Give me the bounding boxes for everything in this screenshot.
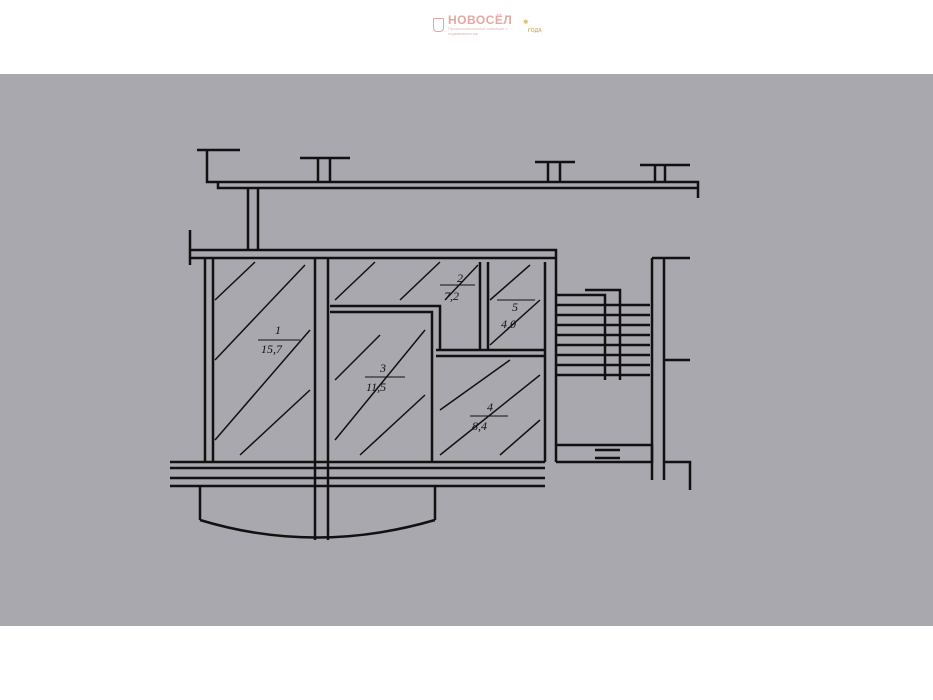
room-2-number: 2 xyxy=(457,271,463,285)
room-3-number: 3 xyxy=(379,361,386,375)
room-1-number: 1 xyxy=(275,323,281,337)
room-3-area: 11,5 xyxy=(366,380,386,394)
house-logo-icon xyxy=(433,18,444,32)
floor-plan-image: 1 15,7 2 7,2 3 11,5 4 8,4 5 4,0 xyxy=(0,74,933,626)
award-star-icon: ✷ xyxy=(522,16,530,27)
hatching xyxy=(214,261,541,456)
logo-name: НОВОСЁЛ xyxy=(448,13,513,27)
room-4-number: 4 xyxy=(487,400,493,414)
room-4-area: 8,4 xyxy=(472,419,487,433)
logo-tagline: Профессиональные операции с недвижимость… xyxy=(448,26,508,36)
room-2-area: 7,2 xyxy=(444,289,459,303)
room-5-number: 5 xyxy=(512,300,518,314)
floor-plan-drawing: 1 15,7 2 7,2 3 11,5 4 8,4 5 4,0 xyxy=(170,148,700,540)
walls xyxy=(170,148,700,540)
award-label: ГОДА xyxy=(528,27,542,34)
header-logo[interactable]: НОВОСЁЛ Профессиональные операции с недв… xyxy=(433,14,542,36)
room-1-area: 15,7 xyxy=(261,342,283,356)
room-5-area: 4,0 xyxy=(501,317,516,331)
room-label-lines xyxy=(258,284,535,417)
